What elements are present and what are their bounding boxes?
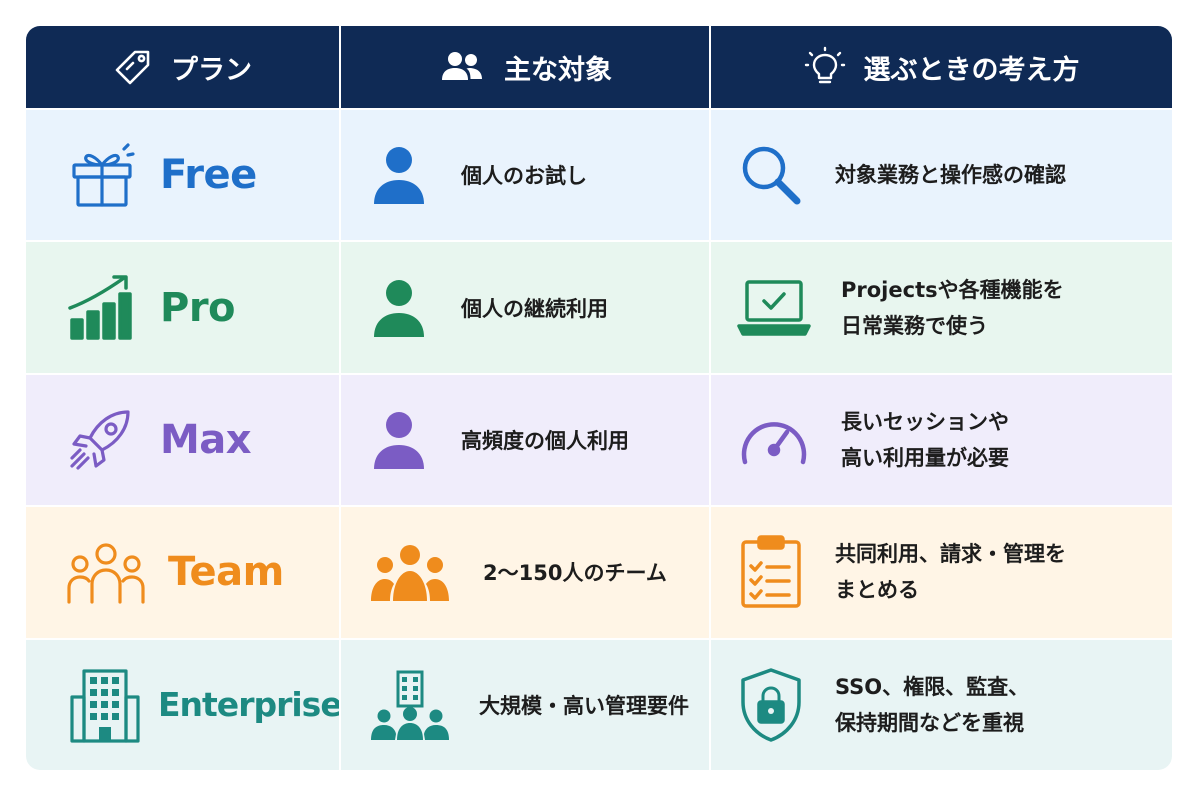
rocket-icon bbox=[66, 404, 138, 476]
group-icon bbox=[66, 538, 146, 606]
header-plan-label: プラン bbox=[171, 54, 252, 86]
target-text-max: 高頻度の個人利用 bbox=[461, 428, 629, 453]
target-cell-team: 2〜150人のチーム bbox=[339, 505, 709, 638]
search-icon bbox=[737, 141, 805, 209]
header-approach-label: 選ぶときの考え方 bbox=[863, 54, 1080, 86]
plan-cell-max: Max bbox=[26, 372, 339, 506]
plan-name-pro: Pro bbox=[160, 284, 236, 331]
target-text-pro: 個人の継続利用 bbox=[461, 296, 608, 321]
group-icon bbox=[371, 541, 449, 603]
clipboard-checklist-icon bbox=[737, 534, 805, 610]
plan-comparison-table: プラン 主な対象 選ぶときの考え方 bbox=[26, 26, 1172, 770]
header-approach: 選ぶときの考え方 bbox=[709, 26, 1172, 108]
note-text-max: 長いセッションや 高い利用量が必要 bbox=[841, 404, 1009, 476]
note-text-team: 共同利用、請求・管理を まとめる bbox=[835, 536, 1066, 608]
note-text-free: 対象業務と操作感の確認 bbox=[835, 157, 1066, 193]
tag-icon bbox=[113, 47, 153, 87]
note-line: Projectsや各種機能を bbox=[841, 277, 1064, 302]
laptop-check-icon bbox=[737, 276, 811, 340]
target-cell-pro: 個人の継続利用 bbox=[339, 240, 709, 373]
note-cell-free: 対象業務と操作感の確認 bbox=[709, 108, 1172, 241]
header-target-label: 主な対象 bbox=[504, 54, 612, 86]
growth-chart-icon bbox=[66, 272, 138, 344]
person-icon bbox=[371, 277, 427, 339]
note-cell-team: 共同利用、請求・管理を まとめる bbox=[709, 505, 1172, 638]
note-line: SSO、権限、監査、 bbox=[835, 674, 1030, 699]
person-icon bbox=[371, 409, 427, 471]
plan-name-team: Team bbox=[168, 549, 284, 596]
users-icon bbox=[438, 47, 486, 87]
plan-name-max: Max bbox=[160, 416, 252, 463]
note-line: まとめる bbox=[835, 578, 919, 603]
note-line: 長いセッションや bbox=[841, 409, 1009, 434]
shield-lock-icon bbox=[737, 666, 805, 744]
gift-icon bbox=[66, 139, 138, 211]
target-cell-free: 個人のお試し bbox=[339, 108, 709, 241]
note-cell-max: 長いセッションや 高い利用量が必要 bbox=[709, 372, 1172, 506]
note-line: 対象業務と操作感の確認 bbox=[835, 163, 1066, 188]
note-cell-enterprise: SSO、権限、監査、 保持期間などを重視 bbox=[709, 637, 1172, 770]
note-text-enterprise: SSO、権限、監査、 保持期間などを重視 bbox=[835, 669, 1029, 741]
plan-cell-enterprise: Enterprise bbox=[26, 637, 343, 770]
target-text-enterprise: 大規模・高い管理要件 bbox=[479, 693, 689, 718]
target-text-team: 2〜150人のチーム bbox=[483, 561, 667, 586]
note-text-pro: Projectsや各種機能を 日常業務で使う bbox=[841, 272, 1064, 344]
header-plan: プラン bbox=[26, 26, 339, 108]
note-line: 共同利用、請求・管理を bbox=[835, 542, 1066, 567]
note-line: 保持期間などを重視 bbox=[835, 710, 1024, 735]
plan-cell-team: Team bbox=[26, 505, 339, 638]
header-target: 主な対象 bbox=[339, 26, 709, 108]
target-text-free: 個人のお試し bbox=[461, 164, 587, 189]
building-people-icon bbox=[371, 670, 449, 740]
note-cell-pro: Projectsや各種機能を 日常業務で使う bbox=[709, 240, 1172, 373]
plan-name-free: Free bbox=[160, 152, 257, 199]
note-line: 日常業務で使う bbox=[841, 313, 988, 338]
target-cell-enterprise: 大規模・高い管理要件 bbox=[339, 637, 709, 770]
gauge-icon bbox=[737, 410, 811, 470]
lightbulb-icon bbox=[804, 46, 846, 88]
plan-cell-free: Free bbox=[26, 108, 339, 241]
note-line: 高い利用量が必要 bbox=[841, 445, 1009, 470]
plan-name-enterprise: Enterprise bbox=[158, 685, 343, 725]
building-icon bbox=[68, 667, 142, 743]
target-cell-max: 高頻度の個人利用 bbox=[339, 372, 709, 506]
plan-cell-pro: Pro bbox=[26, 240, 339, 373]
person-icon bbox=[371, 144, 427, 206]
